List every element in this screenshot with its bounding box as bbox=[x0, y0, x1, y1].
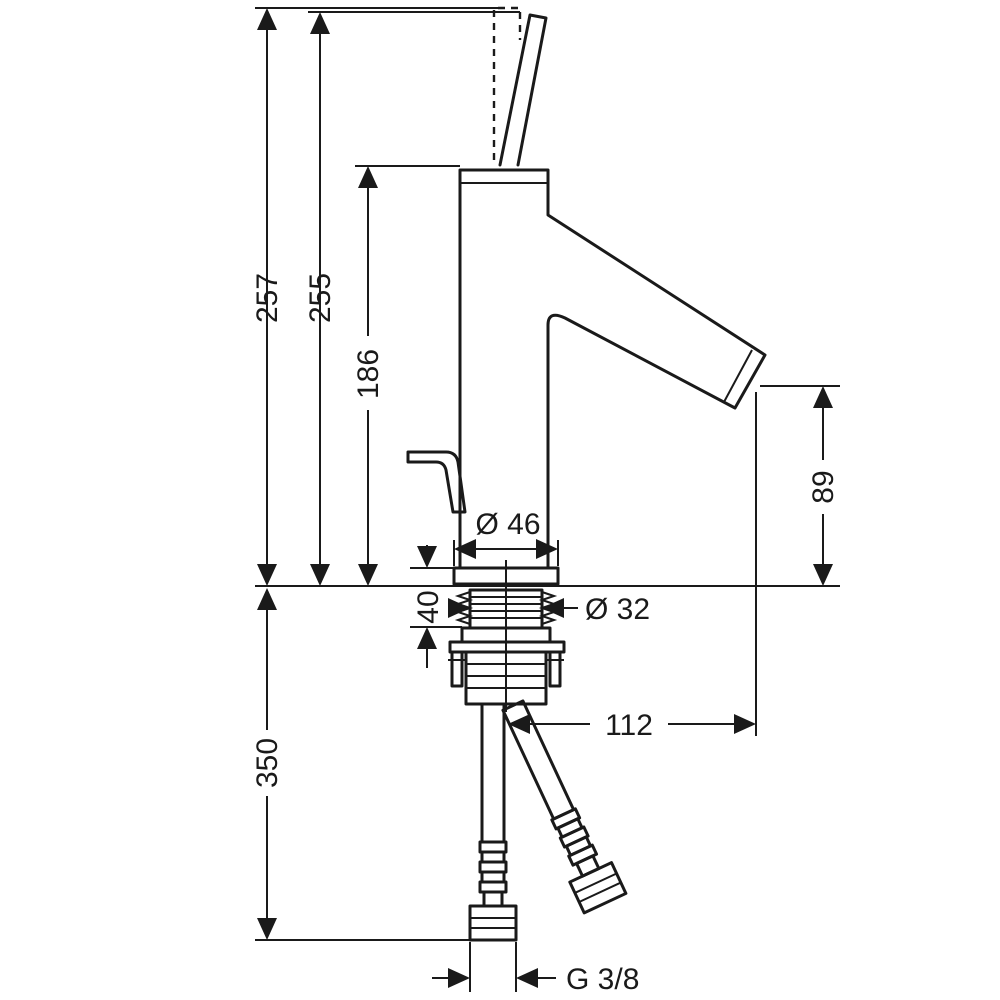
dimension-hose-length: 350 bbox=[250, 588, 286, 940]
dimension-spout-height-label: 89 bbox=[807, 470, 840, 503]
dimension-total-height-label: 257 bbox=[251, 273, 284, 323]
dimension-counter-thickness: 40 bbox=[412, 545, 445, 668]
dimension-counter-thickness-label: 40 bbox=[412, 590, 445, 623]
dimension-lever-height: 255 bbox=[304, 12, 337, 586]
dimension-lever-height-label: 255 bbox=[304, 273, 337, 323]
supply-hose-left bbox=[468, 702, 518, 942]
dimension-body-height-label: 186 bbox=[352, 349, 385, 399]
dimension-connection-thread: G 3/8 bbox=[432, 963, 639, 996]
popup-rod bbox=[406, 450, 467, 514]
dimension-body-diameter: Ø 46 bbox=[453, 508, 559, 566]
dimension-spout-height: 89 bbox=[806, 386, 842, 586]
lever-handle bbox=[492, 6, 548, 167]
dimension-total-height: 257 bbox=[251, 8, 284, 586]
dimension-body-height: 186 bbox=[350, 166, 386, 586]
extension-lines bbox=[255, 7, 840, 992]
dimension-hose-length-label: 350 bbox=[251, 738, 284, 788]
dimension-shank-diameter: Ø 32 bbox=[448, 593, 650, 626]
dimension-body-diameter-label: Ø 46 bbox=[475, 508, 540, 541]
dimension-shank-diameter-label: Ø 32 bbox=[585, 593, 650, 626]
faucet-body bbox=[458, 168, 767, 570]
dimension-spout-reach: 112 bbox=[508, 709, 756, 742]
dimension-spout-reach-label: 112 bbox=[605, 709, 653, 742]
dimension-connection-thread-label: G 3/8 bbox=[566, 963, 639, 996]
supply-hose-right bbox=[501, 699, 628, 915]
